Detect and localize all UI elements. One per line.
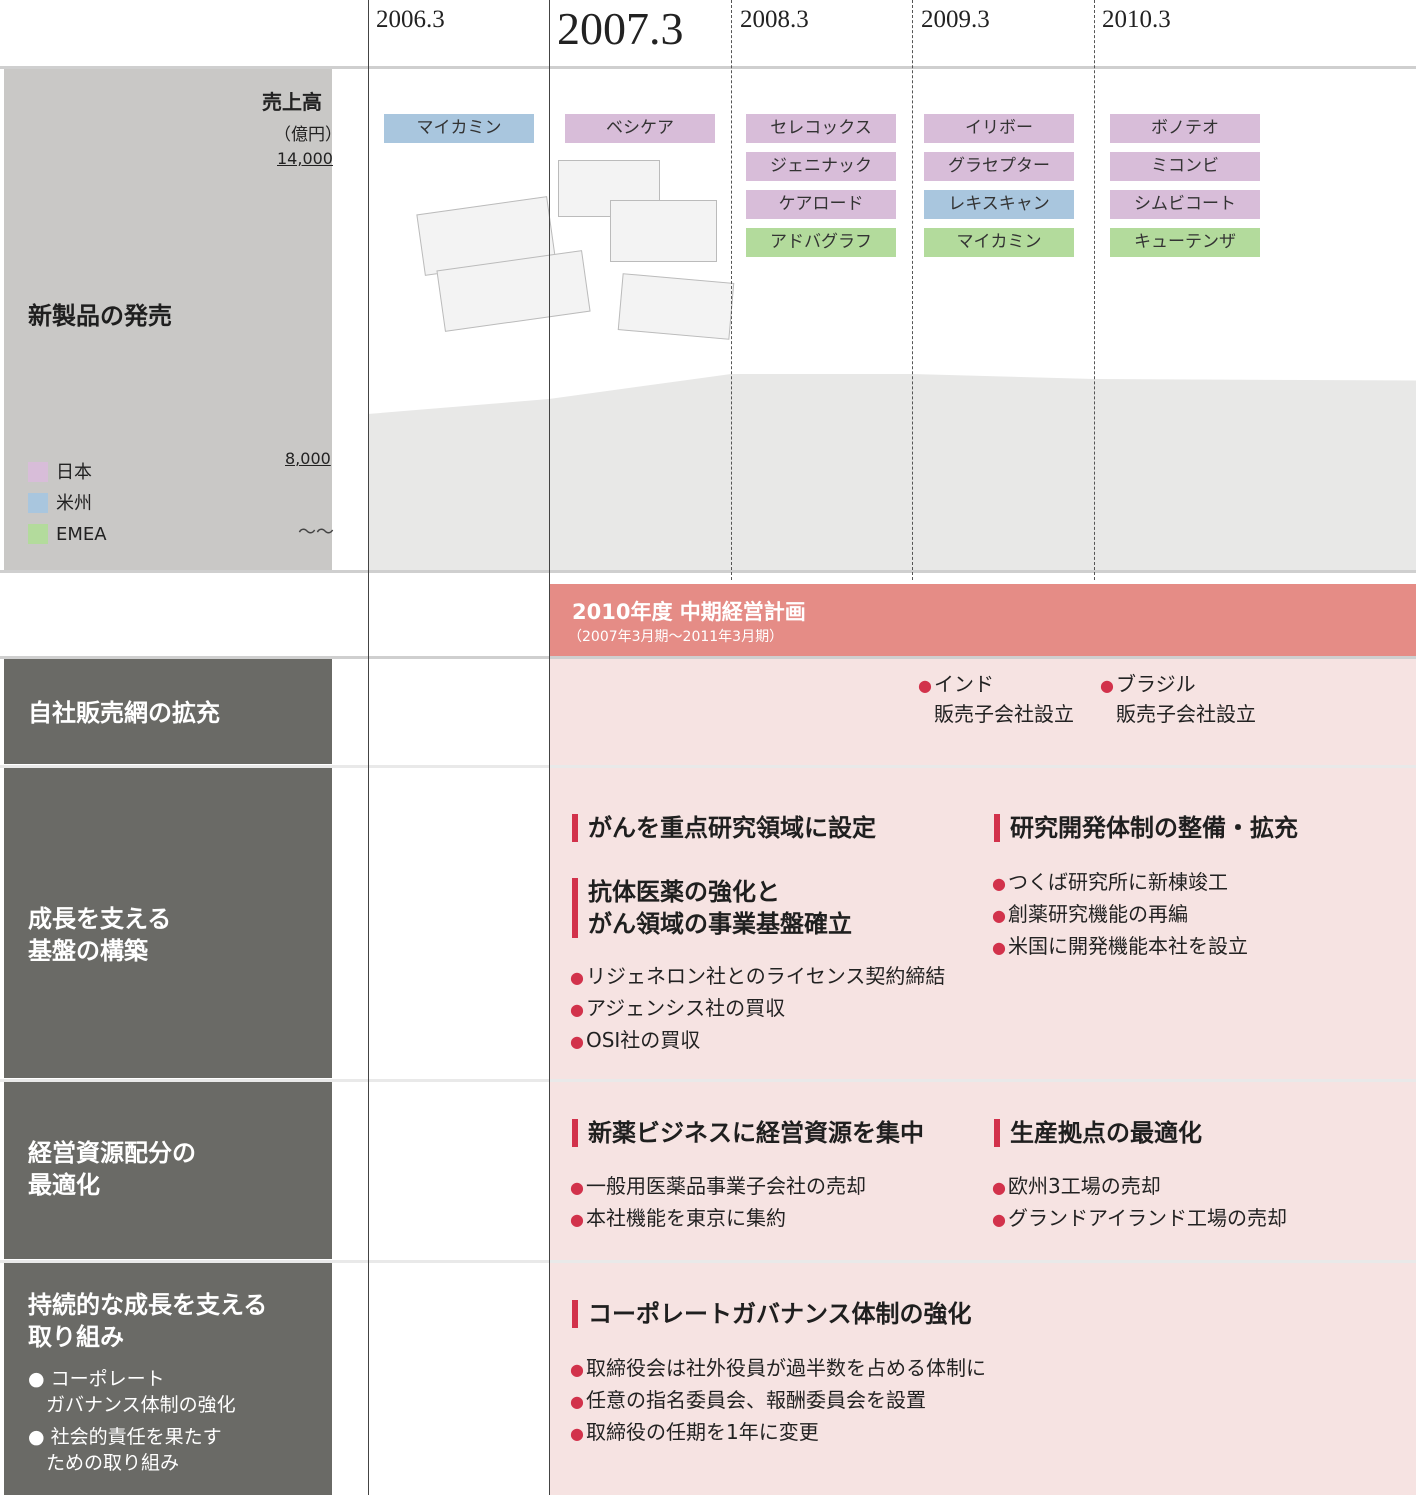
growth-foundation-title: 成長を支える基盤の構築 (28, 905, 172, 965)
section-separator-3 (0, 1079, 1416, 1082)
resource-allocation-title: 経営資源配分の最適化 (28, 1139, 196, 1199)
product-tag-2008-4: アドバグラフ (746, 228, 896, 257)
plan-area-background (550, 659, 1416, 1495)
product-tag-2009-1: イリボー (924, 114, 1074, 143)
heading-antibody: 抗体医薬の強化とがん領域の事業基盤確立 (572, 876, 852, 940)
section-separator-1 (0, 656, 1416, 659)
year-2007: 2007.3 (557, 3, 684, 54)
india-subsidiary: ●インド 販売子会社設立 (918, 672, 1074, 726)
sustain-sub-governance: ● コーポレート ガバナンス体制の強化 (28, 1368, 236, 1416)
section-separator-4 (0, 1260, 1416, 1263)
product-tag-2008-2: ジェニナック (746, 152, 896, 181)
heading-governance: コーポレートガバナンス体制の強化 (572, 1298, 972, 1330)
legend-swatch-japan (28, 462, 48, 482)
year-2006: 2006.3 (376, 6, 445, 33)
bullet-term-one-year: ●取締役の任期を1年に変更 (570, 1420, 819, 1444)
bullet-otc-sale: ●一般用医薬品事業子会社の売却 (570, 1174, 866, 1198)
legend-americas: 米州 (28, 493, 92, 515)
sustainable-growth-title: 持続的な成長を支える取り組み (28, 1291, 268, 1351)
year-line-2007 (549, 0, 550, 1495)
resource-allocation-panel (4, 1082, 332, 1259)
bullet-osi: ●OSI社の買収 (570, 1028, 701, 1052)
y-tick-14000: 14,000 (277, 149, 333, 168)
product-tag-2008-3: ケアロード (746, 190, 896, 219)
sustainable-growth-panel (4, 1263, 332, 1495)
product-tag-2010-4: キューテンザ (1110, 228, 1260, 257)
heading-production-sites: 生産拠点の最適化 (994, 1117, 1202, 1149)
section-separator-2 (0, 765, 1416, 768)
year-line-2006 (368, 0, 369, 1495)
product-tag-2009-4: マイカミン (924, 228, 1074, 257)
bullet-europe-plants: ●欧州3工場の売却 (992, 1174, 1161, 1198)
sales-title: 売上高 (262, 90, 322, 114)
legend-swatch-emea (28, 524, 48, 544)
product-tag-2010-3: シムビコート (1110, 190, 1260, 219)
bullet-hq-tokyo: ●本社機能を東京に集約 (570, 1206, 786, 1230)
product-box-5 (617, 273, 735, 340)
new-products-panel (4, 69, 332, 572)
sales-network-panel (4, 659, 332, 764)
year-line-2008 (731, 0, 732, 580)
heading-new-drug-focus: 新薬ビジネスに経営資源を集中 (572, 1117, 924, 1149)
bullet-board-outside: ●取締役会は社外役員が過半数を占める体制に (570, 1356, 986, 1380)
sales-network-title: 自社販売網の拡充 (28, 699, 220, 727)
product-tag-2008-1: セレコックス (746, 114, 896, 143)
midterm-plan-period: （2007年3月期〜2011年3月期） (568, 629, 784, 645)
sales-area (368, 374, 1416, 572)
legend-swatch-americas (28, 493, 48, 513)
bullet-us-dev-hq: ●米国に開発機能本社を設立 (992, 934, 1248, 958)
sustain-sub-csr: ● 社会的責任を果たす ための取り組み (28, 1426, 222, 1474)
product-tag-2007-1: ベシケア (565, 114, 715, 143)
product-tag-2010-2: ミコンビ (1110, 152, 1260, 181)
sales-area-chart (368, 374, 1416, 572)
bullet-grand-island: ●グランドアイランド工場の売却 (992, 1206, 1287, 1230)
year-2008: 2008.3 (740, 6, 809, 33)
year-2010: 2010.3 (1102, 6, 1171, 33)
bullet-agensys: ●アジェンシス社の買収 (570, 996, 786, 1020)
year-2009: 2009.3 (921, 6, 990, 33)
bullet-tsukuba: ●つくば研究所に新棟竣工 (992, 870, 1228, 894)
heading-rd-system: 研究開発体制の整備・拡充 (994, 812, 1298, 844)
chart-bottom-separator (0, 570, 1416, 573)
bullet-regeneron: ●リジェネロン社とのライセンス契約締結 (570, 964, 946, 988)
bullet-dot: ● (1100, 676, 1114, 695)
bullet-dot: ● (918, 676, 932, 695)
product-tag-2009-2: グラセプター (924, 152, 1074, 181)
year-line-2009 (912, 0, 913, 580)
product-box-4 (610, 200, 717, 262)
product-tag-2010-1: ボノテオ (1110, 114, 1260, 143)
legend-japan: 日本 (28, 462, 92, 484)
y-tick-8000: 8,000 (285, 449, 331, 468)
heading-cancer-focus: がんを重点研究領域に設定 (572, 812, 876, 844)
new-products-title: 新製品の発売 (28, 302, 172, 330)
year-line-2010 (1094, 0, 1095, 580)
bullet-committees: ●任意の指名委員会、報酬委員会を設置 (570, 1388, 926, 1412)
legend-emea: EMEA (28, 524, 107, 546)
midterm-plan-title: 2010年度 中期経営計画 (572, 600, 806, 624)
growth-foundation-panel (4, 768, 332, 1078)
sales-unit: （億円） (274, 125, 342, 145)
brazil-subsidiary: ●ブラジル 販売子会社設立 (1100, 672, 1256, 726)
product-tag-2009-3: レキスキャン (924, 190, 1074, 219)
midterm-plan-banner: 2010年度 中期経営計画 （2007年3月期〜2011年3月期） (550, 584, 1416, 656)
axis-break-mark: 〜〜 (298, 522, 334, 543)
bullet-drug-discovery: ●創薬研究機能の再編 (992, 902, 1188, 926)
product-tag-2006-1: マイカミン (384, 114, 534, 143)
top-separator (0, 66, 1416, 69)
